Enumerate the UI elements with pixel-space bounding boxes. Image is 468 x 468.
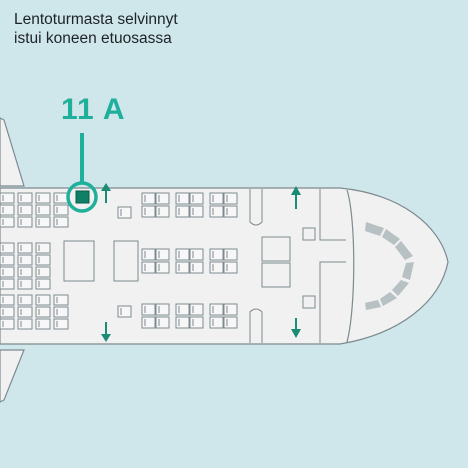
seat-icon bbox=[35, 192, 51, 204]
seat-icon bbox=[117, 206, 132, 219]
seat-icon bbox=[35, 216, 51, 228]
seat-icon bbox=[17, 306, 33, 318]
upper-wing bbox=[0, 117, 25, 187]
seat-icon bbox=[35, 278, 51, 290]
seat-icon bbox=[35, 294, 51, 306]
seat-icon bbox=[209, 248, 224, 261]
seat-icon bbox=[0, 254, 15, 266]
exit-arrows bbox=[101, 183, 301, 342]
seat-icon bbox=[17, 254, 33, 266]
seat-icon bbox=[35, 318, 51, 330]
seat-icon bbox=[155, 248, 170, 261]
seat-icon bbox=[223, 248, 238, 261]
seat-icon bbox=[35, 266, 51, 278]
seat-icon bbox=[223, 205, 238, 218]
seat-icon bbox=[175, 261, 190, 274]
lower-wing bbox=[0, 349, 25, 403]
seat-icon bbox=[209, 316, 224, 329]
seat-icon bbox=[0, 266, 15, 278]
seat-icon bbox=[155, 316, 170, 329]
seat-number-label: 11 A bbox=[61, 93, 126, 126]
seat-icon bbox=[53, 192, 69, 204]
seat-icon bbox=[117, 305, 132, 318]
seat-icon bbox=[17, 216, 33, 228]
seat-icon bbox=[155, 192, 170, 205]
seat-icon bbox=[0, 216, 15, 228]
seat-icon bbox=[223, 316, 238, 329]
seat-icon bbox=[0, 306, 15, 318]
seat-icon bbox=[155, 205, 170, 218]
seat-icon bbox=[209, 192, 224, 205]
seat-icon bbox=[53, 204, 69, 216]
seat-icon bbox=[209, 261, 224, 274]
seat-icon bbox=[223, 261, 238, 274]
headline-line-2: istui koneen etuosassa bbox=[14, 30, 172, 47]
seat-icon bbox=[175, 303, 190, 316]
seat-icon bbox=[223, 192, 238, 205]
seat-icon bbox=[0, 192, 15, 204]
cockpit-bulkhead bbox=[346, 189, 355, 343]
seat-icon bbox=[0, 204, 15, 216]
seat-icon bbox=[0, 242, 15, 254]
seat-icon bbox=[189, 192, 204, 205]
seat-icon bbox=[189, 261, 204, 274]
seat-icon bbox=[209, 303, 224, 316]
seat-icon bbox=[141, 248, 156, 261]
cockpit-window-icon bbox=[365, 222, 414, 310]
galley-blocks bbox=[63, 189, 346, 343]
seat-icon bbox=[189, 303, 204, 316]
seat-icon bbox=[223, 303, 238, 316]
seat-icon bbox=[53, 318, 69, 330]
seat-icon bbox=[175, 205, 190, 218]
seat-icon bbox=[189, 248, 204, 261]
seat-icon bbox=[35, 254, 51, 266]
seat-icon bbox=[53, 216, 69, 228]
seat-icon bbox=[141, 261, 156, 274]
seat-icon bbox=[17, 266, 33, 278]
seat-icon bbox=[175, 192, 190, 205]
highlighted-seat-11a bbox=[66, 133, 98, 213]
seat-icon bbox=[17, 294, 33, 306]
seat-icon bbox=[155, 303, 170, 316]
seat-icon bbox=[0, 278, 15, 290]
seat-icon bbox=[209, 205, 224, 218]
seat-icon bbox=[53, 306, 69, 318]
seat-icon bbox=[17, 278, 33, 290]
seat-icon bbox=[175, 316, 190, 329]
seat-icon bbox=[17, 318, 33, 330]
seat-rows bbox=[0, 192, 238, 330]
seat-icon bbox=[75, 190, 90, 204]
seat-icon bbox=[0, 318, 15, 330]
exit-arrow-icon bbox=[291, 318, 301, 338]
headline: Lentoturmasta selvinnyt istui koneen etu… bbox=[14, 10, 314, 48]
exit-arrow-icon bbox=[101, 183, 111, 203]
seat-icon bbox=[189, 205, 204, 218]
seat-icon bbox=[141, 205, 156, 218]
exit-arrow-icon bbox=[101, 322, 111, 342]
seat-icon bbox=[189, 316, 204, 329]
seat-icon bbox=[35, 204, 51, 216]
seat-icon bbox=[35, 306, 51, 318]
seat-icon bbox=[35, 242, 51, 254]
seat-icon bbox=[17, 242, 33, 254]
seat-icon bbox=[141, 192, 156, 205]
seat-icon bbox=[53, 294, 69, 306]
seat-icon bbox=[17, 192, 33, 204]
headline-line-1: Lentoturmasta selvinnyt bbox=[14, 11, 178, 28]
seat-icon bbox=[0, 294, 15, 306]
seat-icon bbox=[175, 248, 190, 261]
seat-icon bbox=[141, 316, 156, 329]
seat-icon bbox=[17, 204, 33, 216]
exit-arrow-icon bbox=[291, 186, 301, 209]
seat-icon bbox=[155, 261, 170, 274]
seat-icon bbox=[141, 303, 156, 316]
